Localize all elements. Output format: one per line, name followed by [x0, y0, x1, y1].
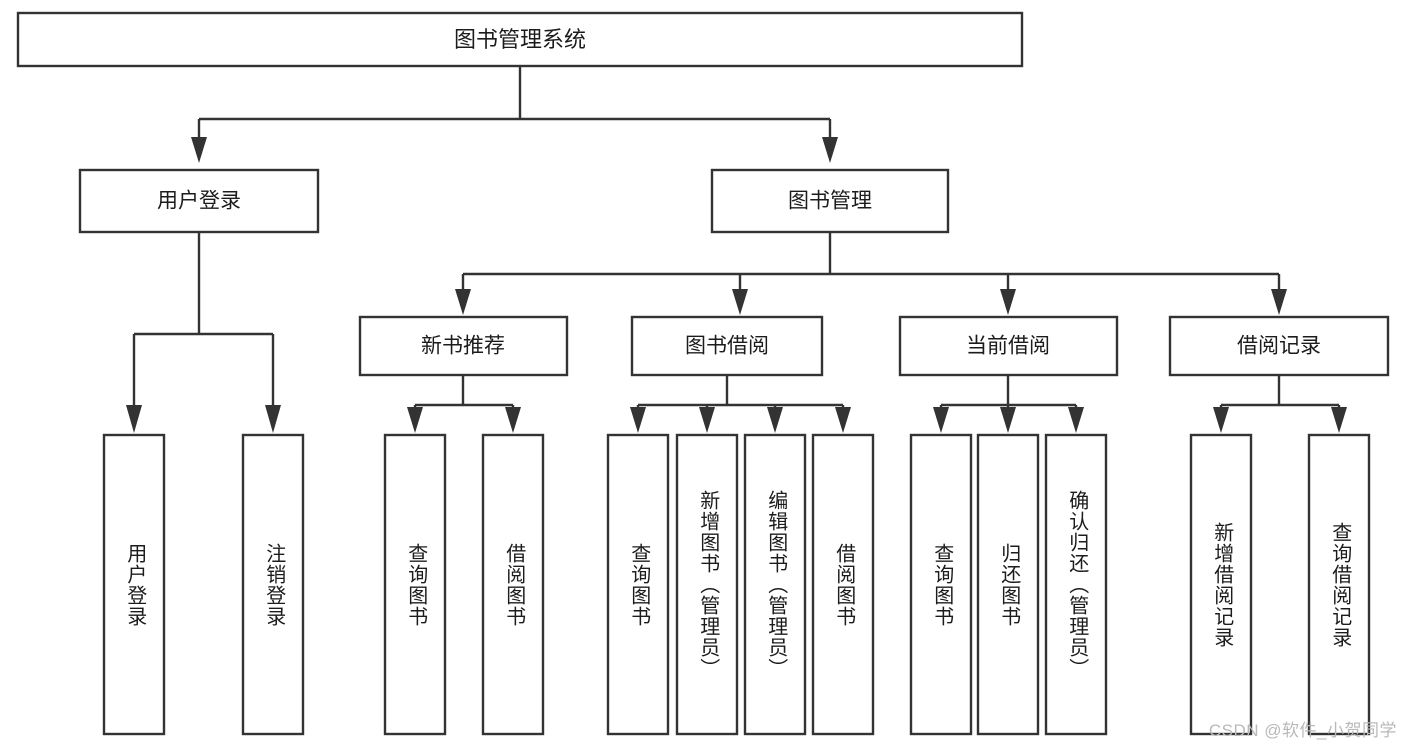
node-current-borrow-box[interactable] — [898, 315, 1119, 377]
node-root-label: 图书管理系统 — [454, 27, 586, 52]
leaf-box-current-borrow-0[interactable] — [909, 433, 973, 736]
node-user-login-label: 用户登录 — [157, 190, 241, 213]
node-book-borrow-label: 图书借阅 — [685, 335, 769, 358]
node-book-manage-label: 图书管理 — [788, 190, 872, 213]
arrow-head-book-borrow — [732, 289, 748, 315]
node-book-borrow-box[interactable] — [630, 315, 824, 377]
leaf-box-user-login-0[interactable] — [102, 433, 166, 736]
arrow-head-user-login-leaf2 — [265, 405, 281, 433]
leaf-box-borrow-record-0[interactable] — [1189, 433, 1253, 736]
arrow-head-book-borrow-leaf4 — [835, 407, 851, 433]
arrow-head-new-book-rec-leaf2 — [505, 407, 521, 433]
node-current-borrow-label: 当前借阅 — [966, 335, 1050, 358]
arrow-head-borrow-record-leaf1 — [1213, 407, 1229, 433]
arrow-head-current-borrow-leaf2 — [1000, 407, 1016, 433]
arrow-head-new-book-rec-leaf1 — [407, 407, 423, 433]
csdn-watermark: CSDN @软件_小贺同学 — [1208, 721, 1397, 740]
node-borrow-record-box[interactable] — [1168, 315, 1390, 377]
node-new-book-rec-label: 新书推荐 — [421, 335, 505, 358]
arrow-head-borrow-record-leaf2 — [1331, 407, 1347, 433]
arrow-head-user-login — [191, 137, 207, 163]
leaf-box-book-borrow-2[interactable] — [743, 433, 807, 736]
leaf-box-book-borrow-3[interactable] — [811, 433, 875, 736]
node-book-manage-box[interactable] — [710, 168, 950, 234]
arrow-head-user-login-leaf1 — [126, 405, 142, 433]
arrow-head-current-borrow-leaf1 — [933, 407, 949, 433]
arrow-head-current-borrow — [1000, 289, 1016, 315]
arrow-head-new-book-rec — [455, 289, 471, 315]
leaf-box-borrow-record-1[interactable] — [1307, 433, 1371, 736]
leaf-box-current-borrow-2[interactable] — [1044, 433, 1108, 736]
node-borrow-record-label: 借阅记录 — [1237, 335, 1321, 358]
arrow-head-book-borrow-leaf3 — [767, 407, 783, 433]
leaf-box-user-login-1[interactable] — [241, 433, 305, 736]
leaf-box-book-borrow-1[interactable] — [675, 433, 739, 736]
leaf-box-new-book-rec-0[interactable] — [383, 433, 447, 736]
leaf-box-new-book-rec-1[interactable] — [481, 433, 545, 736]
arrow-head-book-manage — [822, 137, 838, 163]
arrow-head-book-borrow-leaf2 — [699, 407, 715, 433]
node-root-box[interactable] — [16, 11, 1024, 68]
arrow-head-book-borrow-leaf1 — [630, 407, 646, 433]
arrow-head-borrow-record — [1271, 289, 1287, 315]
leaf-box-book-borrow-0[interactable] — [606, 433, 670, 736]
node-new-book-rec-box[interactable] — [358, 315, 569, 377]
leaf-box-current-borrow-1[interactable] — [976, 433, 1040, 736]
arrow-head-current-borrow-leaf3 — [1068, 407, 1084, 433]
